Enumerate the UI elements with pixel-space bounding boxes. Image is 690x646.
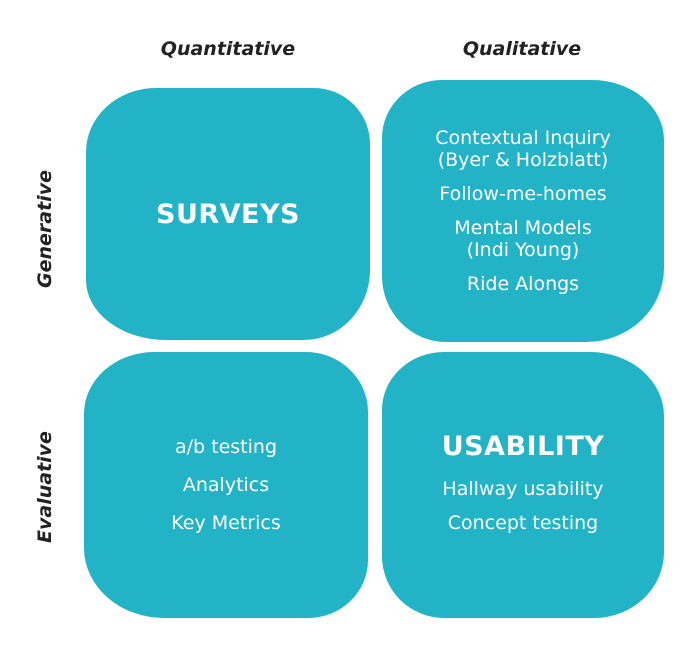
method-key-metrics: Key Metrics	[171, 512, 281, 534]
method-contextual-inquiry: Contextual Inquiry (Byer & Holzblatt)	[435, 127, 611, 171]
method-label: Ride Alongs	[466, 273, 580, 295]
quadrant-title-usability: USABILITY	[441, 430, 605, 462]
column-header-quantitative: Quantitative	[160, 38, 296, 60]
method-ride-alongs: Ride Alongs	[467, 273, 579, 295]
method-analytics: Analytics	[182, 474, 270, 496]
method-ab-testing: a/b testing	[174, 436, 277, 458]
row-header-evaluative: Evaluative	[34, 431, 56, 543]
method-mental-models: Mental Models (Indi Young)	[454, 217, 591, 261]
method-concept-testing: Concept testing	[447, 511, 599, 534]
method-attribution: (Indi Young)	[466, 239, 580, 261]
method-label: Contextual Inquiry	[435, 127, 611, 149]
column-header-qualitative: Qualitative	[462, 38, 582, 60]
quadrant-title-surveys: SURVEYS	[156, 198, 300, 230]
method-follow-me-homes: Follow-me-homes	[439, 183, 606, 205]
method-label: Follow-me-homes	[439, 183, 607, 205]
quadrant-evaluative-quantitative: a/b testing Analytics Key Metrics	[84, 352, 368, 618]
quadrant-generative-quantitative: SURVEYS	[86, 88, 370, 340]
method-attribution: (Byer & Holzblatt)	[437, 149, 609, 171]
quadrant-evaluative-qualitative: USABILITY Hallway usability Concept test…	[382, 352, 664, 618]
method-hallway-usability: Hallway usability	[442, 477, 604, 500]
quadrant-generative-qualitative: Contextual Inquiry (Byer & Holzblatt) Fo…	[382, 80, 664, 342]
row-header-generative: Generative	[34, 170, 56, 288]
method-label: Mental Models	[454, 217, 592, 239]
